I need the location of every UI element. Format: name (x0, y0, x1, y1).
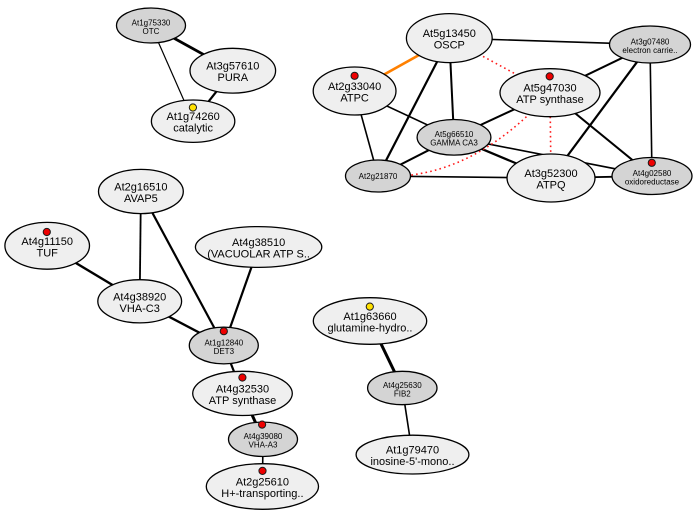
svg-text:At1g12840: At1g12840 (204, 338, 243, 347)
svg-text:At2g21870: At2g21870 (359, 172, 398, 181)
svg-text:PURA: PURA (218, 72, 249, 84)
svg-text:At3g07480: At3g07480 (631, 37, 670, 46)
svg-text:glutamine-hydro..: glutamine-hydro.. (328, 323, 413, 335)
svg-text:At2g33040: At2g33040 (328, 81, 381, 93)
svg-text:At4g32530: At4g32530 (216, 383, 269, 395)
svg-text:ATP synthase: ATP synthase (209, 395, 276, 407)
svg-text:OSCP: OSCP (434, 40, 465, 52)
svg-text:At4g38510: At4g38510 (232, 237, 285, 249)
svg-text:At4g25630: At4g25630 (383, 381, 422, 390)
svg-text:FIB2: FIB2 (394, 389, 411, 398)
svg-text:(VACUOLAR ATP S..: (VACUOLAR ATP S.. (207, 249, 310, 261)
svg-text:OTC: OTC (143, 27, 160, 36)
svg-text:At3g57610: At3g57610 (206, 61, 259, 73)
svg-text:AVAP5: AVAP5 (124, 193, 158, 205)
svg-text:At5g66510: At5g66510 (435, 130, 474, 139)
svg-text:At2g16510: At2g16510 (114, 182, 167, 194)
svg-text:At3g52300: At3g52300 (524, 168, 577, 180)
svg-text:H+-transporting..: H+-transporting.. (221, 488, 303, 500)
svg-text:VHA-C3: VHA-C3 (120, 303, 160, 315)
svg-text:ATPQ: ATPQ (536, 180, 566, 192)
svg-text:DET3: DET3 (214, 347, 235, 356)
svg-text:At5g13450: At5g13450 (423, 28, 476, 40)
svg-text:oxidoreductase: oxidoreductase (625, 177, 680, 186)
svg-text:At1g79470: At1g79470 (386, 445, 439, 457)
svg-text:At4g11150: At4g11150 (21, 236, 73, 248)
svg-text:TUF: TUF (37, 247, 59, 259)
svg-text:ATPC: ATPC (340, 93, 369, 105)
svg-text:At1g63660: At1g63660 (343, 311, 396, 323)
svg-text:electron carrie..: electron carrie.. (622, 46, 677, 55)
svg-text:At4g38920: At4g38920 (113, 291, 166, 303)
svg-text:At5g47030: At5g47030 (523, 83, 576, 95)
svg-text:At2g25610: At2g25610 (236, 477, 289, 489)
svg-text:VHA-A3: VHA-A3 (249, 441, 278, 450)
svg-text:At4g39080: At4g39080 (244, 432, 283, 441)
svg-text:catalytic: catalytic (173, 123, 213, 135)
svg-text:ATP synthase: ATP synthase (516, 94, 583, 106)
svg-text:At4g02580: At4g02580 (633, 169, 672, 178)
svg-text:At1g74260: At1g74260 (166, 111, 219, 123)
svg-text:At1g75330: At1g75330 (132, 18, 171, 27)
svg-text:GAMMA CA3: GAMMA CA3 (430, 139, 478, 148)
svg-text:inosine-5'-mono..: inosine-5'-mono.. (370, 456, 454, 468)
